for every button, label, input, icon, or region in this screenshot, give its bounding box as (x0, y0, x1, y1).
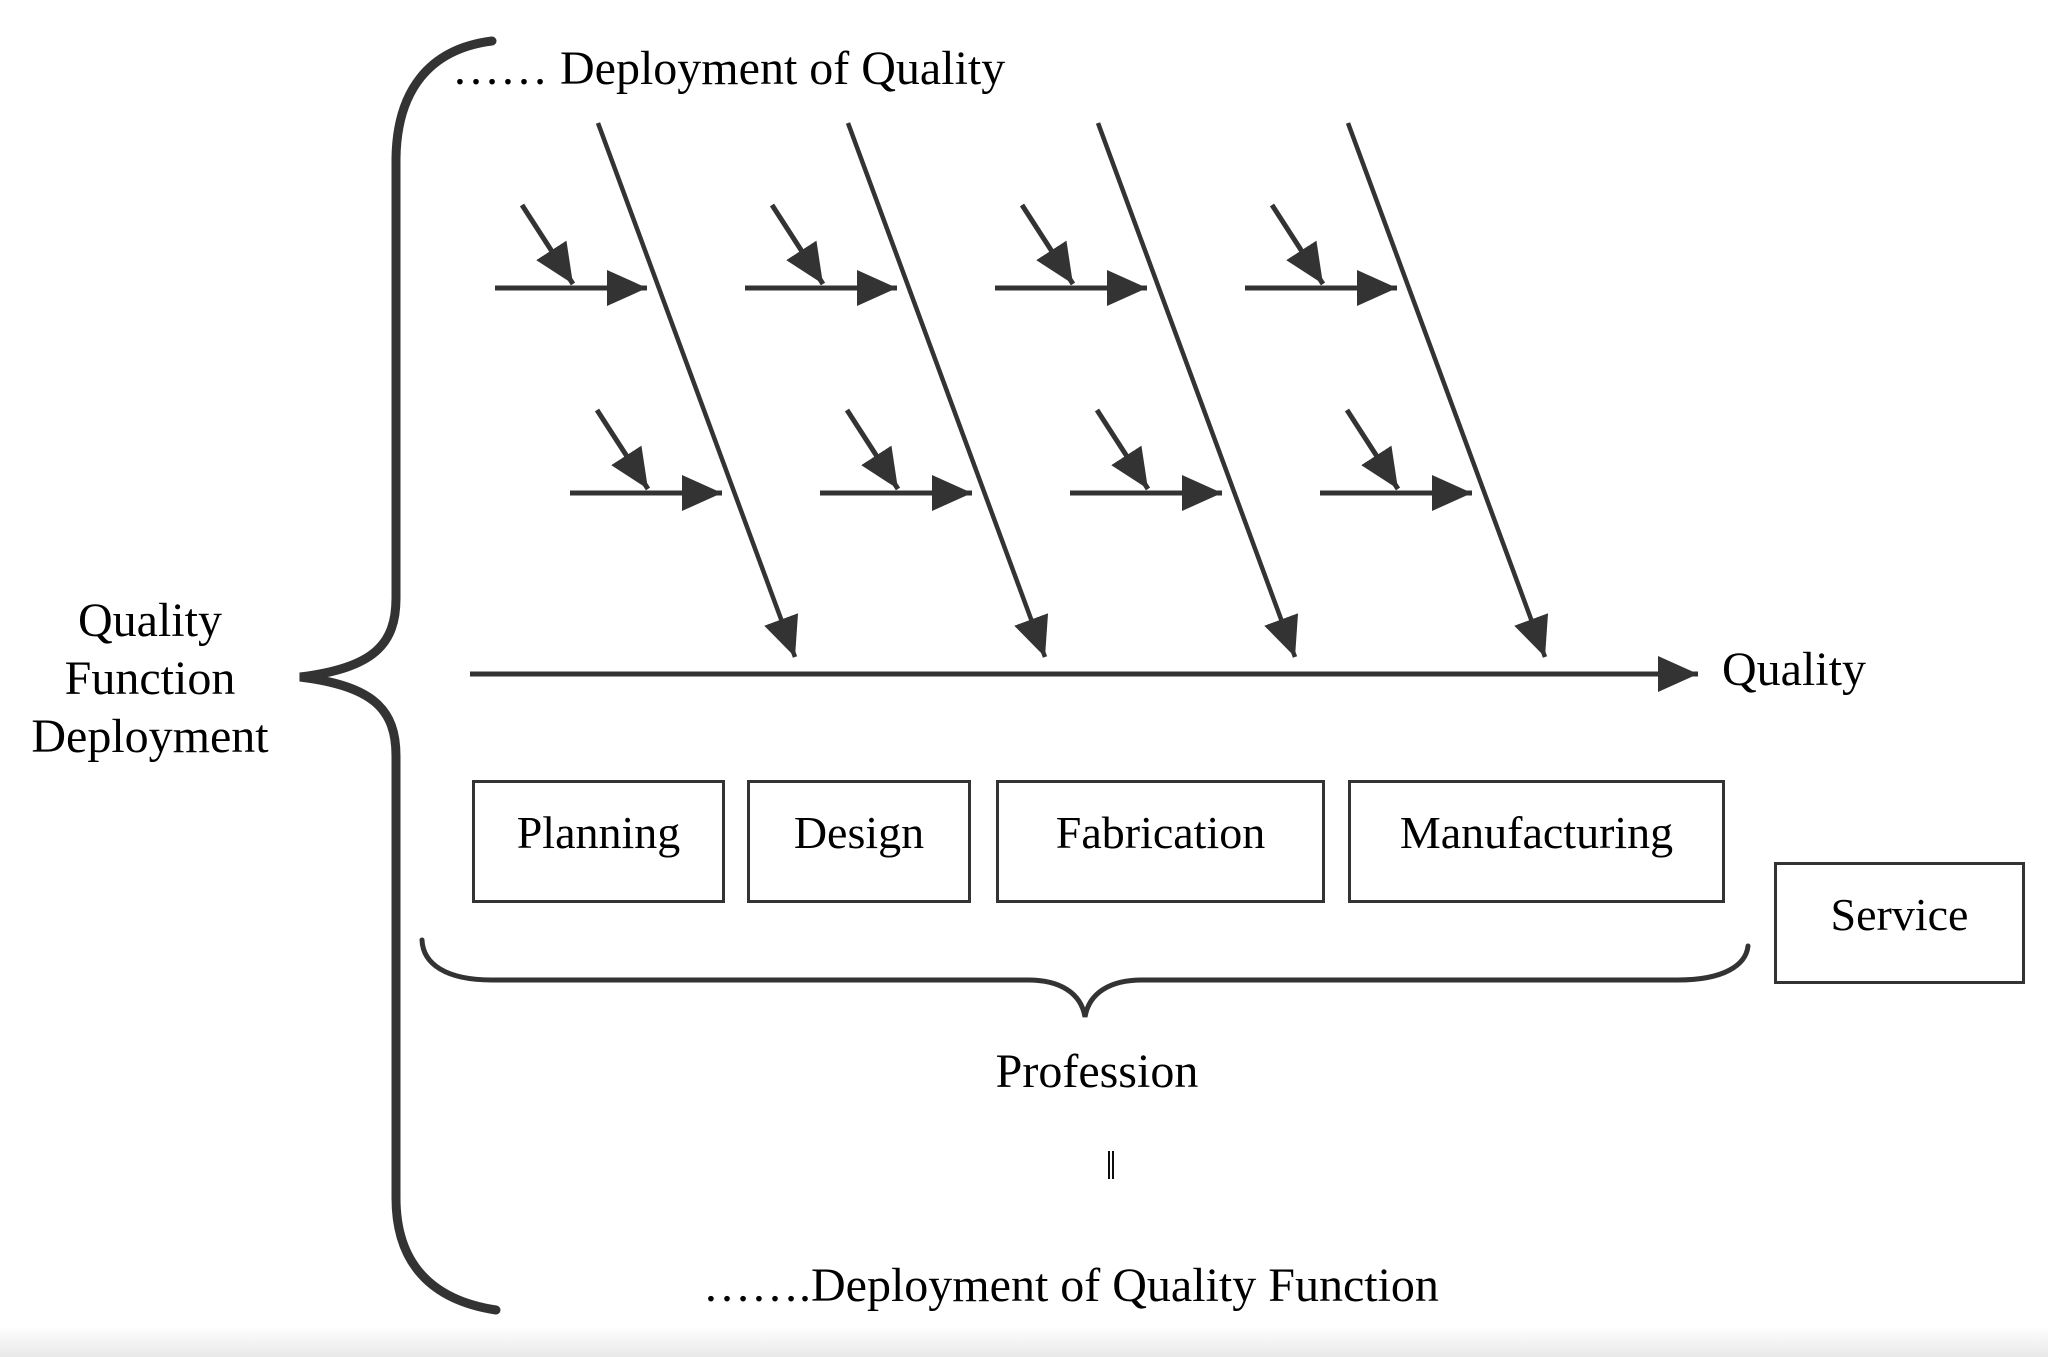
stage-box-design: Design (747, 780, 971, 903)
stage-box-planning: Planning (472, 780, 725, 903)
stage-label: Planning (516, 807, 681, 858)
equivalence-symbol: ‖ (1105, 1143, 1117, 1188)
left-curly-brace (299, 36, 501, 1315)
stage-label: Design (793, 807, 925, 858)
quality-spine-label: Quality (1722, 643, 1866, 696)
bone-line-3 (1095, 122, 1299, 658)
stage-box-manufacturing: Manufacturing (1348, 780, 1725, 903)
profession-brace (419, 937, 1751, 1018)
bone-line-4 (1345, 122, 1549, 658)
deployment-of-quality-label: …… Deployment of Quality (452, 42, 1006, 95)
stage-label: Fabrication (1055, 807, 1266, 858)
bone-line-1 (595, 122, 799, 658)
deployment-of-quality-function-label: …….Deployment of Quality Function (703, 1259, 1439, 1312)
stage-label: Manufacturing (1399, 807, 1674, 858)
stage-box-service: Service (1774, 862, 2025, 984)
qfd-brace-label: Quality Function Deployment (31, 594, 269, 763)
profession-label: Profession (995, 1045, 1199, 1098)
stage-label: Service (1830, 888, 1969, 940)
stage-box-fabrication: Fabrication (996, 780, 1325, 903)
page-edge-shadow (0, 1328, 2048, 1357)
bone-line-2 (845, 122, 1049, 658)
